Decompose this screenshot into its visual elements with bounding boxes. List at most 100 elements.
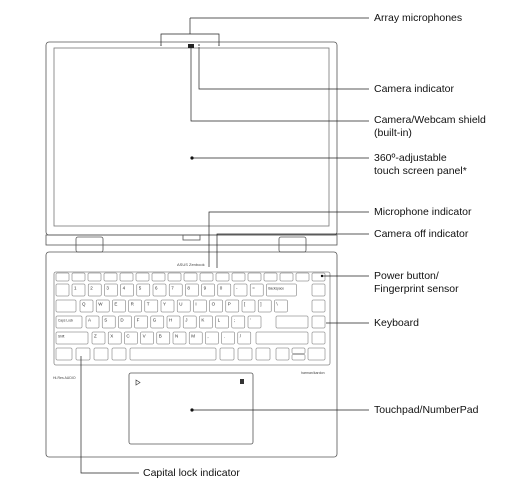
key-alt-right xyxy=(219,347,235,361)
key xyxy=(274,299,288,313)
key xyxy=(101,315,116,329)
key-label: 6 xyxy=(155,286,158,291)
key-label: / xyxy=(240,334,242,339)
key-label: C xyxy=(126,334,130,339)
hinge-right xyxy=(278,236,307,253)
key-backtick xyxy=(55,283,70,297)
key xyxy=(266,283,297,297)
key-label: Q xyxy=(82,302,86,307)
label-camera-shield-line2: (built-in) xyxy=(374,127,412,139)
key-label: H xyxy=(169,318,172,323)
key xyxy=(79,299,94,313)
fn-key xyxy=(151,272,166,282)
fn-key xyxy=(135,272,150,282)
label-touch-panel: 360º-adjustable touch screen panel* xyxy=(374,152,521,178)
key-extra xyxy=(311,299,326,313)
key xyxy=(134,315,148,329)
label-touch-panel-line2: touch screen panel* xyxy=(374,165,467,177)
key-label: B xyxy=(159,334,162,339)
leader-array-microphones xyxy=(160,33,220,44)
key xyxy=(107,331,122,345)
leader-capital-lock xyxy=(80,356,139,474)
fn-key xyxy=(295,272,310,282)
label-array-microphones: Array microphones xyxy=(374,12,463,24)
hinge-left xyxy=(75,236,104,253)
key xyxy=(221,331,235,345)
key xyxy=(85,315,100,329)
screen-panel xyxy=(53,47,330,227)
key xyxy=(118,315,132,329)
key xyxy=(120,283,134,297)
key-label: I xyxy=(195,302,196,307)
fn-key xyxy=(87,272,102,282)
fn-key xyxy=(215,272,230,282)
fn-key xyxy=(279,272,294,282)
key xyxy=(150,315,165,329)
key-label: M xyxy=(191,334,195,339)
key xyxy=(215,315,229,329)
key-extra xyxy=(311,331,326,345)
key xyxy=(182,315,197,329)
key-right-shift xyxy=(255,331,309,345)
key-label: ] xyxy=(260,302,261,307)
key xyxy=(237,331,252,345)
keyboard-deck xyxy=(53,271,331,366)
key xyxy=(185,283,199,297)
fn-key xyxy=(119,272,134,282)
label-camera-off-indicator: Camera off indicator xyxy=(374,228,469,240)
key-label: R xyxy=(131,302,135,307)
key xyxy=(225,299,240,313)
key-label: Y xyxy=(163,302,166,307)
fn-key xyxy=(231,272,246,282)
laptop-base xyxy=(45,251,338,458)
key xyxy=(176,299,191,313)
key-label: - xyxy=(236,286,238,291)
key-label: J xyxy=(185,318,187,323)
key-label: E xyxy=(114,302,117,307)
label-capital-lock-indicator: Capital lock indicator xyxy=(143,467,240,479)
key-right xyxy=(307,347,326,361)
key-label: 5 xyxy=(139,286,142,291)
leader-microphone-indicator xyxy=(208,211,369,267)
hinge-center xyxy=(182,234,201,241)
key xyxy=(136,283,151,297)
key xyxy=(209,299,223,313)
fn-key xyxy=(55,272,70,282)
numberpad-icon xyxy=(135,379,141,386)
leader-camera-shield xyxy=(190,48,369,122)
key-label: = xyxy=(252,286,255,291)
key xyxy=(247,315,262,329)
key xyxy=(124,331,138,345)
mic-hole-left xyxy=(160,44,162,46)
key xyxy=(241,299,256,313)
key-left xyxy=(275,347,290,361)
key-label: ; xyxy=(234,318,235,323)
key-label: O xyxy=(212,302,216,307)
label-camera-indicator: Camera indicator xyxy=(374,83,454,95)
key-label: 7 xyxy=(171,286,174,291)
key-label: , xyxy=(207,334,208,339)
key-ctrl-right xyxy=(255,347,271,361)
fn-key xyxy=(167,272,182,282)
key xyxy=(104,283,118,297)
key-label: D xyxy=(120,318,124,323)
key-label: L xyxy=(218,318,221,323)
label-touchpad: Touchpad/NumberPad xyxy=(374,404,479,416)
speaker-brand: harman/kardon xyxy=(301,371,325,375)
key-label: N xyxy=(175,334,178,339)
key-tab xyxy=(55,299,77,313)
key-label: [ xyxy=(244,302,246,307)
key-extra xyxy=(311,315,326,329)
label-microphone-indicator: Microphone indicator xyxy=(374,206,472,218)
key-label: K xyxy=(201,318,204,323)
key-label: 0 xyxy=(220,286,223,291)
fn-key xyxy=(183,272,198,282)
key-space xyxy=(129,347,217,361)
touchpad-corner-icon xyxy=(240,379,244,384)
lid-frame xyxy=(45,41,338,236)
key xyxy=(205,331,219,345)
fn-key xyxy=(263,272,278,282)
key-win xyxy=(93,347,109,361)
key xyxy=(201,283,215,297)
